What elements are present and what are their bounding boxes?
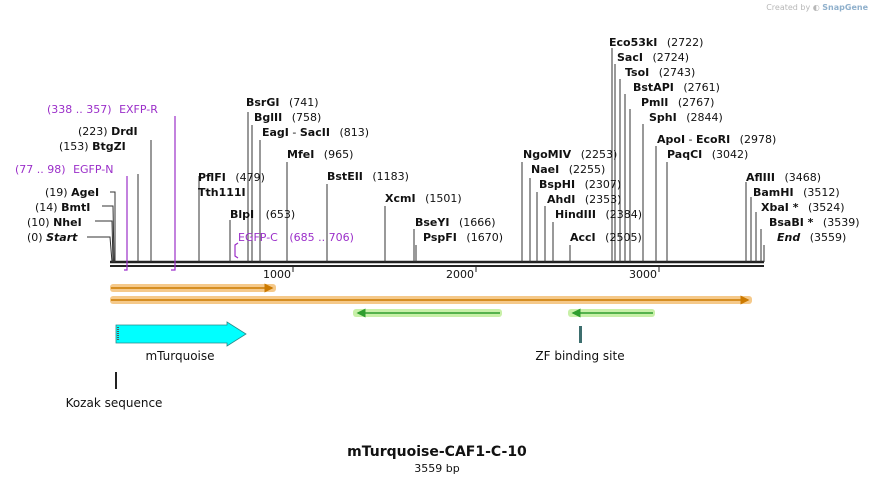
credit-prefix: Created by bbox=[766, 3, 811, 12]
primer-labels: (338 .. 357) EXFP-R (77 .. 98) EGFP-N EG… bbox=[15, 103, 354, 244]
primer-egfp-c-label: EGFP-C (685 .. 706) bbox=[238, 231, 354, 244]
site-agei: (19) AgeI bbox=[45, 186, 99, 199]
site-blpi: BlpI (653) bbox=[230, 208, 295, 221]
site-bstapi: BstAPI (2761) bbox=[633, 81, 720, 94]
site-bsabi: BsaBI * (3539) bbox=[769, 216, 860, 229]
feature-mturquoise-label: mTurquoise bbox=[145, 349, 214, 363]
map-length: 3559 bp bbox=[414, 462, 460, 475]
primer-egfp-n-mark bbox=[124, 176, 128, 271]
site-btgzi: (153) BtgZI bbox=[59, 140, 126, 153]
feature-kozak-sequence: Kozak sequence bbox=[66, 372, 163, 410]
tick-label: 3000 bbox=[629, 268, 657, 281]
site-xbai: XbaI * (3524) bbox=[761, 201, 845, 214]
feature-kozak-label: Kozak sequence bbox=[66, 396, 163, 410]
site-ngomiv: NgoMIV (2253) bbox=[523, 148, 617, 161]
feature-mturquoise: mTurquoise bbox=[115, 321, 247, 363]
site-connectors bbox=[87, 48, 765, 263]
site-start: (0) Start bbox=[27, 231, 78, 244]
site-paqci: PaqCI (3042) bbox=[667, 148, 748, 161]
site-hindiii: HindIII (2384) bbox=[555, 208, 642, 221]
site-bglii: BglII (758) bbox=[254, 111, 321, 124]
site-acci: AccI (2505) bbox=[570, 231, 642, 244]
site-bamhi: BamHI (3512) bbox=[753, 186, 840, 199]
orf-row-1 bbox=[110, 283, 276, 293]
site-labels: (0) Start (10) NheI (14) BmtI (19) AgeI … bbox=[27, 36, 860, 244]
feature-zf-label: ZF binding site bbox=[535, 349, 624, 363]
site-apoi-ecori: ApoI - EcoRI (2978) bbox=[657, 133, 776, 146]
site-tsoi: TsoI (2743) bbox=[625, 66, 695, 79]
primer-marks bbox=[124, 116, 239, 271]
site-ahdi: AhdI (2353) bbox=[547, 193, 621, 206]
site-mfei: MfeI (965) bbox=[287, 148, 353, 161]
snapgene-logo-icon: ◐ bbox=[812, 3, 820, 12]
orf-green-2 bbox=[568, 308, 655, 318]
credit-brand: SnapGene bbox=[822, 3, 868, 12]
orf-green-1 bbox=[353, 308, 502, 318]
tick-label: 1000 bbox=[263, 268, 291, 281]
site-xcmi: XcmI (1501) bbox=[385, 192, 462, 205]
site-drdi: (223) DrdI bbox=[78, 125, 138, 138]
site-saci: SacI (2724) bbox=[617, 51, 689, 64]
site-bsteii: BstEII (1183) bbox=[327, 170, 409, 183]
site-bseyi: BseYI (1666) bbox=[415, 216, 496, 229]
primer-exfp-r-label: (338 .. 357) EXFP-R bbox=[47, 103, 158, 116]
map-title: mTurquoise-CAF1-C-10 bbox=[347, 444, 527, 460]
feature-zf-binding-site: ZF binding site bbox=[535, 326, 625, 363]
primer-exfp-r-mark bbox=[171, 116, 176, 271]
site-tth111i: Tth111I bbox=[198, 186, 246, 199]
site-eco53ki: Eco53kI (2722) bbox=[609, 36, 703, 49]
site-nhei: (10) NheI bbox=[27, 216, 82, 229]
site-pspfi: PspFI (1670) bbox=[423, 231, 503, 244]
site-bsrgi: BsrGI (741) bbox=[246, 96, 319, 109]
site-sphi: SphI (2844) bbox=[649, 111, 723, 124]
site-naei: NaeI (2255) bbox=[531, 163, 605, 176]
site-afliii: AflIII (3468) bbox=[746, 171, 821, 184]
primer-egfp-n-label: (77 .. 98) EGFP-N bbox=[15, 163, 113, 176]
snapgene-credit: Created by ◐ SnapGene bbox=[766, 3, 868, 12]
site-bmti: (14) BmtI bbox=[35, 201, 90, 214]
primer-egfp-c-mark bbox=[234, 242, 239, 259]
site-pmli: PmlI (2767) bbox=[641, 96, 714, 109]
site-eagi-sacii: EagI - SacII (813) bbox=[262, 126, 369, 139]
site-pflfi: PflFI (479) bbox=[198, 171, 265, 184]
orf-row-2 bbox=[110, 295, 752, 305]
tick-label: 2000 bbox=[446, 268, 474, 281]
scale-ticks: 1000 2000 3000 bbox=[263, 266, 660, 281]
site-bsphi: BspHI (2307) bbox=[539, 178, 621, 191]
site-end: End (3559) bbox=[777, 231, 846, 244]
